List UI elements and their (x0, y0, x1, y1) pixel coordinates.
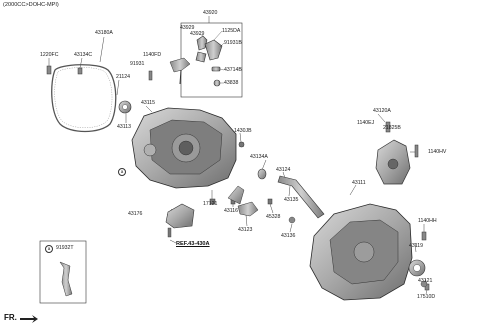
part-label: 17510D (417, 294, 436, 300)
part-label: 43929 (190, 31, 205, 37)
part-label: 43119 (409, 243, 424, 249)
callout-part-label: 91932T (56, 245, 74, 251)
part-label: 43123 (238, 227, 253, 233)
front-direction-label: FR. (4, 313, 17, 322)
part-label: 1140HV (428, 149, 447, 155)
part-label: 21124 (116, 74, 131, 80)
part-label: 1220FC (40, 52, 59, 58)
part-label: 1140FD (143, 52, 162, 58)
part-label: 1430JB (234, 128, 252, 134)
part-label: 43134C (74, 52, 93, 58)
part-label: 1140EJ (357, 120, 375, 126)
part-label: 43116 (224, 208, 239, 214)
part-label: 1140HH (418, 218, 437, 224)
part-label: 43180A (95, 30, 113, 36)
part-label: 43136 (281, 233, 296, 239)
part-label: 43135 (284, 197, 299, 203)
part-label: 17121 (203, 201, 218, 207)
part-label: 43111 (352, 180, 366, 186)
part-label: 43124 (276, 167, 291, 173)
part-label: 43121 (418, 278, 433, 284)
part-label: 43929 (180, 25, 195, 31)
part-label: 43120A (373, 108, 391, 114)
part-label: 1125DA (222, 28, 241, 34)
part-label: 91931B (224, 40, 242, 46)
part-label: 91931 (130, 61, 145, 67)
part-label: 43176 (128, 211, 143, 217)
part-label: 43838 (224, 80, 239, 86)
reference-link[interactable]: REF.43-430A (176, 241, 210, 247)
part-label: 43134A (250, 154, 268, 160)
callout-letter: a (45, 245, 53, 253)
part-label: 43113 (117, 124, 132, 130)
part-label: 43714B (224, 67, 242, 73)
part-label: 43115 (141, 100, 156, 106)
part-label: 43920 (203, 10, 218, 16)
casing-callout-letter: a (118, 168, 126, 176)
part-label: 45328 (266, 214, 281, 220)
diagram-header: (2000CC>DOHC-MPI) (3, 2, 59, 8)
part-label: 21825B (383, 125, 401, 131)
